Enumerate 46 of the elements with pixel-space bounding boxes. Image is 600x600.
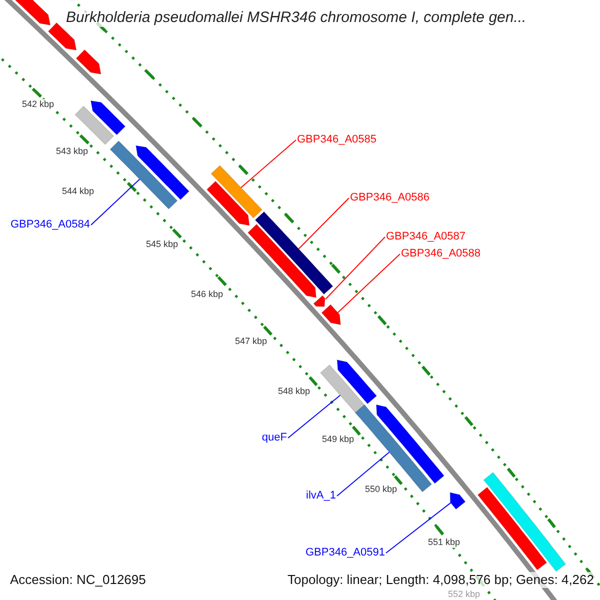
scale-label: 550 kbp [365, 484, 398, 495]
gene-bar [478, 486, 547, 570]
scale-label: 551 kbp [428, 537, 460, 548]
gene-bar [248, 224, 317, 298]
gene-bar [254, 211, 334, 295]
gene-bar [206, 180, 250, 226]
gene-bar [110, 140, 178, 210]
leader-line [90, 178, 140, 226]
gene-bar [354, 404, 432, 492]
gene-label: ilvA_1 [306, 490, 336, 502]
gene-label: GBP346_A0584 [10, 218, 90, 232]
leader-line [288, 394, 341, 438]
map-summary-text: Topology: linear; Length: 4,098,576 bp; Genes: 4,262 [286, 572, 596, 588]
gene-bar [76, 49, 102, 74]
scale-label: 542 kbp [22, 99, 54, 110]
scale-label: 545 kbp [146, 239, 178, 250]
gene-bar [48, 22, 77, 50]
scale-label: 544 kbp [62, 186, 94, 197]
gene-bar [210, 165, 263, 218]
gene-bar [74, 106, 114, 145]
leader-line [336, 452, 390, 496]
gene-bar [450, 492, 466, 510]
scale-label: 543 kbp [56, 146, 88, 157]
gene-bar [376, 404, 444, 484]
scale-label: 546 kbp [191, 289, 224, 300]
gene-label: queF [262, 432, 287, 444]
leader-line [298, 198, 350, 250]
gene-label: GBP346_A0587 [386, 230, 466, 244]
gene-bar [336, 360, 378, 404]
leader-line [240, 140, 296, 188]
gene-label: GBP346_A0591 [305, 546, 385, 560]
gene-label: GBP346_A0585 [297, 134, 377, 146]
scale-label: 549 kbp [322, 434, 354, 445]
leader-line [325, 236, 386, 300]
gene-bar [321, 304, 341, 326]
gene-bar [483, 472, 566, 572]
leader-line [386, 502, 452, 554]
scale-label: 552 kbp [448, 589, 480, 600]
gene-label: GBP346_A0588 [401, 248, 481, 260]
leader-line [337, 254, 400, 314]
gene-bar [90, 100, 126, 136]
accession-text: Accession: NC_012695 [8, 572, 148, 588]
gene-bar [136, 145, 190, 200]
gene-label: GBP346_A0586 [350, 192, 430, 204]
scale-label: 547 kbp [235, 336, 268, 347]
scale-label: 548 kbp [278, 386, 310, 397]
